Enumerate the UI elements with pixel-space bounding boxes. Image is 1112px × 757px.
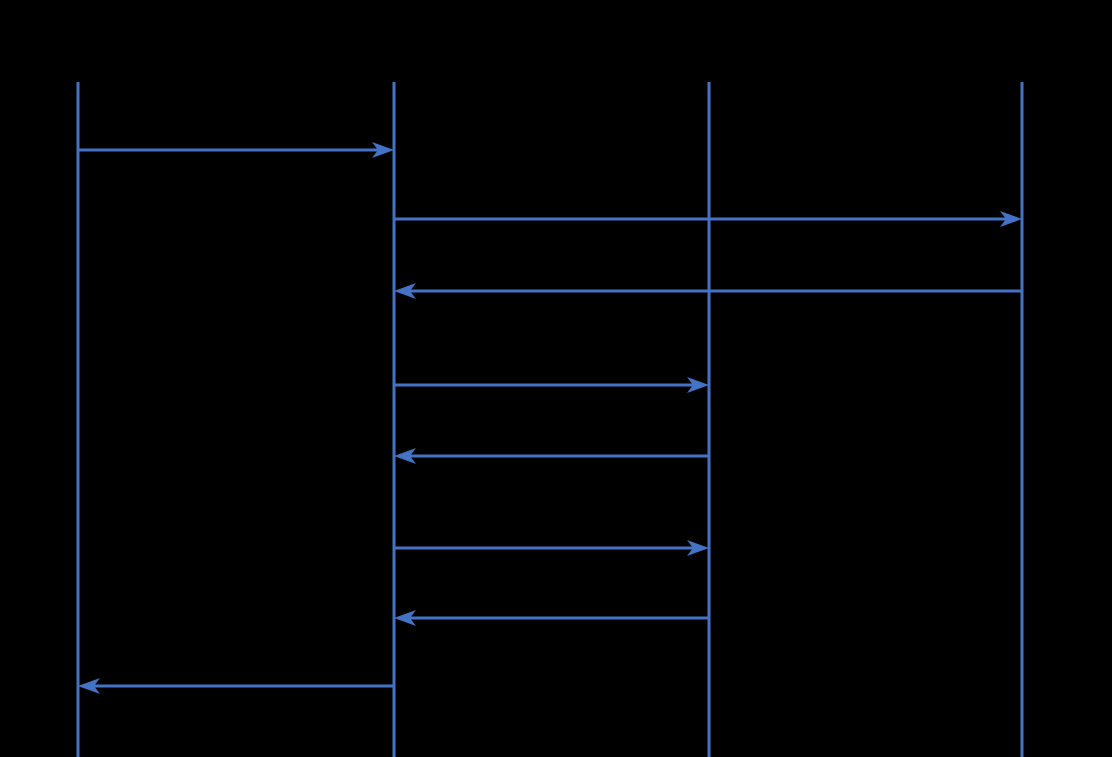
message-7[interactable]: [394, 610, 709, 626]
message-2[interactable]: [394, 211, 1022, 227]
lifelines-group: [76, 82, 1024, 757]
message-6[interactable]: [394, 540, 709, 556]
message-2-arrowhead: [1000, 211, 1022, 227]
message-1[interactable]: [78, 142, 394, 158]
message-5-arrowhead: [394, 448, 416, 464]
message-7-arrowhead: [394, 610, 416, 626]
message-1-arrowhead: [372, 142, 394, 158]
message-3-arrowhead: [394, 283, 416, 299]
message-3[interactable]: [394, 283, 1022, 299]
message-4-arrowhead: [687, 377, 709, 393]
message-6-arrowhead: [687, 540, 709, 556]
message-8[interactable]: [78, 678, 394, 694]
message-8-arrowhead: [78, 678, 100, 694]
message-5[interactable]: [394, 448, 709, 464]
message-4[interactable]: [394, 377, 709, 393]
